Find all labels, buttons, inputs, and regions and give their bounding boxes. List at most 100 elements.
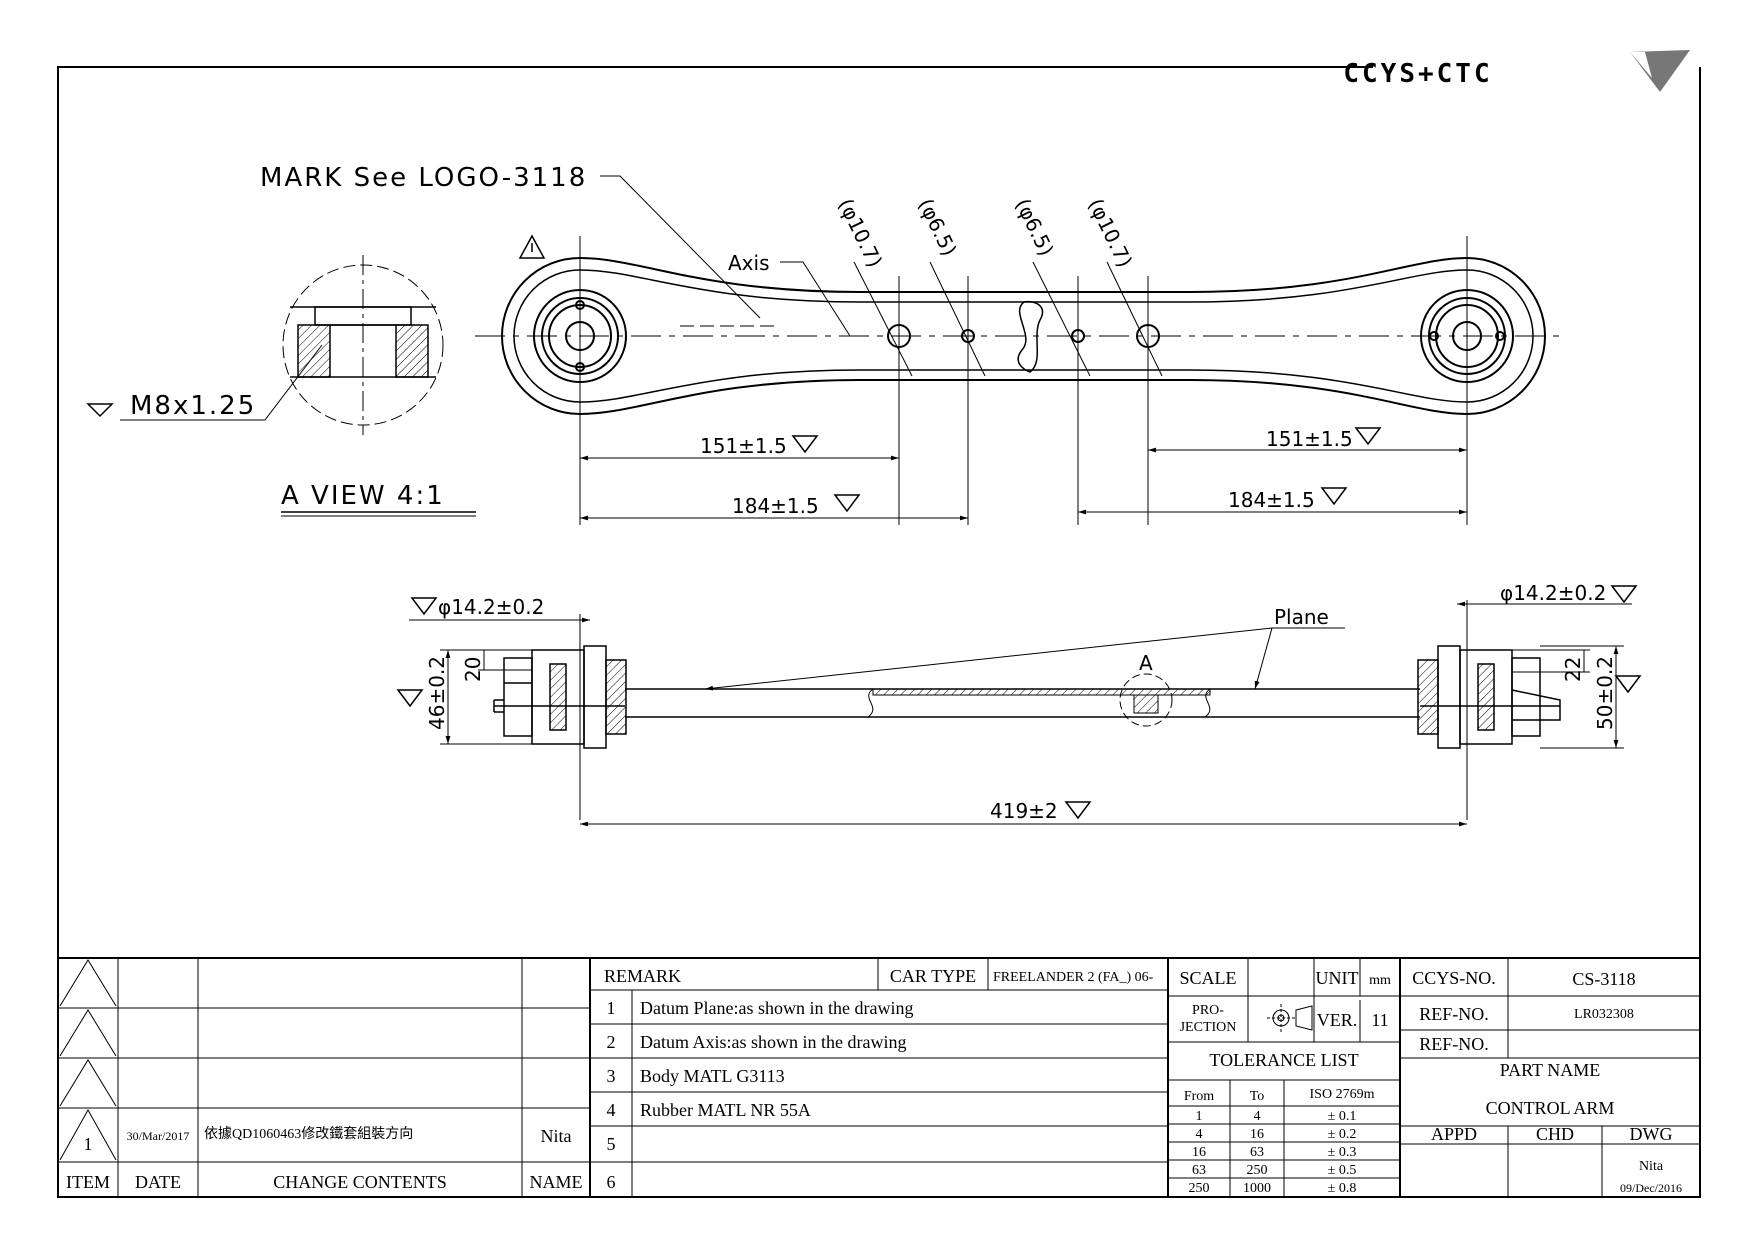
remark-title: REMARK [604,966,681,986]
tol-row3-tol: ± 0.3 [1328,1145,1357,1160]
tolerance-table: TOLERANCE LIST From To ISO 2769m 1 4 ± 0… [1184,1050,1375,1196]
hole-callouts: (φ10.7) (φ6.5) (φ6.5) (φ10.7) [834,195,1138,271]
warning-triangle-icon [518,234,546,259]
plane-label: Plane [1274,605,1329,629]
tol-row5-tol: ± 0.8 [1328,1181,1357,1196]
remark-no-5: 5 [607,1134,616,1154]
ccys-no-label: CCYS-NO. [1412,968,1496,988]
remark-no-1: 1 [607,998,616,1018]
tol-row1-to: 4 [1254,1109,1261,1124]
section-mark-a: A [1139,651,1153,675]
sheet-border [57,66,1701,1198]
part-name-value: CONTROL ARM [1486,1098,1615,1118]
mark-leader [600,175,761,319]
ref-no-label-1: REF-NO. [1419,1004,1489,1024]
scale-label: SCALE [1179,968,1236,988]
dim-left-dia: φ14.2±0.2 [438,595,544,619]
top-view-dimensions [580,447,1467,521]
dwg-value: Nita [1639,1159,1664,1174]
hole-callout-4: (φ10.7) [1084,195,1138,271]
projection-label-line1: PRO- [1192,1003,1224,1018]
ref-no-label-2: REF-NO. [1419,1034,1489,1054]
car-type-value: FREELANDER 2 (FA_) 06- [993,970,1154,985]
mark-note: MARK See LOGO-3118 [260,163,587,193]
rev-content: 依據QD1060463修改鐵套組裝方向 [204,1125,413,1142]
top-view-dimension-texts: 151±1.5 184±1.5 151±1.5 184±1.5 [700,427,1353,518]
tol-row1-from: 1 [1196,1109,1203,1124]
tolerance-title: TOLERANCE LIST [1209,1050,1358,1070]
header-name: NAME [530,1172,583,1192]
remark-no-2: 2 [607,1032,616,1052]
dim-left-151: 151±1.5 [700,434,787,458]
top-view [475,236,1565,525]
hole-callout-2: (φ6.5) [914,195,962,260]
remark-text-2: Datum Axis:as shown in the drawing [640,1032,906,1052]
thread-spec: M8x1.25 [130,391,256,421]
hole-callout-leaders [853,261,1163,377]
header-date: DATE [135,1172,181,1192]
logo-text: CCYS+CTC [1343,59,1492,89]
appd-label: APPD [1431,1124,1477,1144]
header-item: ITEM [66,1172,110,1192]
rev-name: Nita [541,1126,572,1146]
tol-row5-to: 1000 [1243,1181,1271,1196]
dim-left-184: 184±1.5 [732,494,819,518]
tol-row5-from: 250 [1189,1181,1210,1196]
remark-table: REMARK CAR TYPE FREELANDER 2 (FA_) 06- 1… [604,966,1154,1192]
dwg-date: 09/Dec/2016 [1620,1181,1682,1195]
ver-label: VER. [1317,1010,1358,1030]
side-view-dimension-texts: φ14.2±0.2 φ14.2±0.2 20 46±0.2 22 50±0.2 … [425,581,1617,823]
tol-row2-from: 4 [1196,1127,1203,1142]
projection-label-line2: JECTION [1180,1020,1237,1035]
dim-left-46: 46±0.2 [425,656,449,730]
rev-number: 1 [84,1134,93,1154]
hole-callout-1: (φ10.7) [834,195,888,271]
hole-callout-3: (φ6.5) [1011,195,1059,260]
surface-finish-icon [86,403,114,418]
revision-table: 1 30/Mar/2017 依據QD1060463修改鐵套組裝方向 Nita I… [66,1125,583,1192]
remark-text-1: Datum Plane:as shown in the drawing [640,998,913,1018]
tol-row4-to: 250 [1247,1163,1268,1178]
dim-right-184: 184±1.5 [1228,488,1315,512]
remark-text-4: Rubber MATL NR 55A [640,1100,811,1120]
remark-no-3: 3 [607,1066,616,1086]
company-logo: CCYS+CTC [1343,50,1690,92]
thread-callout: M8x1.25 [86,344,323,421]
axis-leader [780,261,851,337]
dim-right-22: 22 [1561,657,1585,682]
tol-row4-tol: ± 0.5 [1328,1163,1357,1178]
dim-right-dia: φ14.2±0.2 [1500,581,1606,605]
tol-row3-to: 63 [1250,1145,1264,1160]
dim-right-151: 151±1.5 [1266,427,1353,451]
dim-left-20: 20 [461,657,485,682]
title-block: CCYS-NO. CS-3118 REF-NO. LR032308 REF-NO… [1412,968,1682,1195]
title-block-grid [58,958,1700,1197]
tol-row1-tol: ± 0.1 [1328,1109,1357,1124]
rev-date: 30/Mar/2017 [127,1129,190,1143]
dwg-label: DWG [1630,1124,1673,1144]
a-view-detail [282,255,444,435]
remark-no-4: 4 [607,1100,616,1120]
header-change-contents: CHANGE CONTENTS [273,1172,447,1192]
ccys-no-value: CS-3118 [1572,969,1635,989]
tol-row2-tol: ± 0.2 [1328,1127,1357,1142]
plane-leaders [704,627,1345,691]
ref-no-value-1: LR032308 [1574,1007,1634,1022]
tol-row2-to: 16 [1250,1127,1264,1142]
finish-symbols-top [791,427,1382,513]
tol-row3-from: 16 [1192,1145,1206,1160]
axis-label: Axis [728,251,770,275]
tol-header-to: To [1250,1089,1265,1104]
dim-overall: 419±2 [990,799,1058,823]
tol-header-from: From [1184,1089,1214,1104]
tol-header-std: ISO 2769m [1310,1087,1375,1102]
dim-right-50: 50±0.2 [1593,656,1617,730]
scale-block: SCALE UNIT mm PRO- JECTION VER. 11 [1179,968,1391,1035]
car-type-label: CAR TYPE [890,966,976,986]
remark-no-6: 6 [607,1172,616,1192]
unit-label: UNIT [1316,968,1359,988]
finish-symbols-side [396,585,1642,820]
part-name-label: PART NAME [1500,1060,1600,1080]
ver-value: 11 [1371,1010,1388,1030]
